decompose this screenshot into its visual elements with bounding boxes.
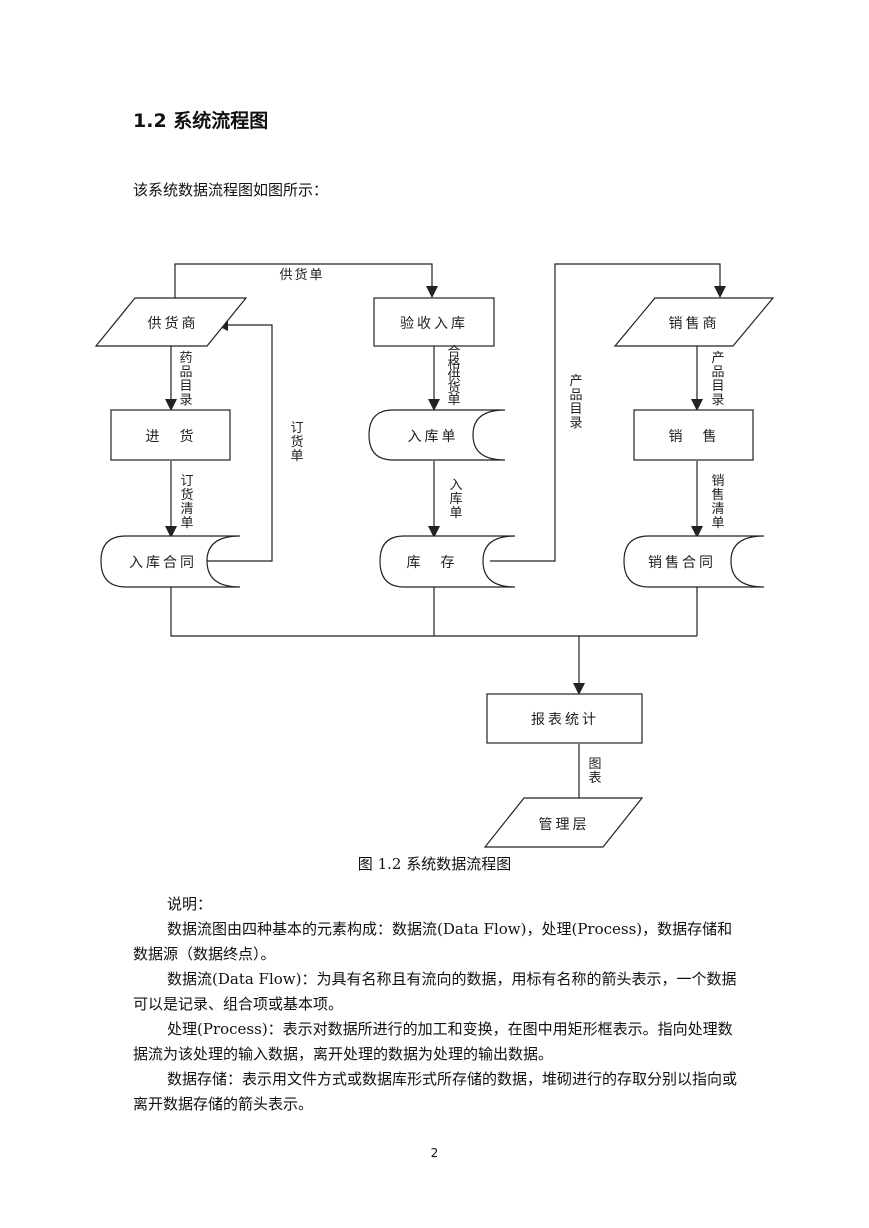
- section-title: 系统流程图: [173, 110, 269, 132]
- data-flow-diagram: 供货商 验收入库 销售商 进 货 入库单 销 售 入库合同 库 存 销售合同 报…: [94, 263, 775, 848]
- sales-dealer-source-shape: [613, 297, 775, 347]
- flow-label-supply-order: 供货单: [279, 267, 324, 283]
- flow-merge: [170, 587, 698, 637]
- node-inbound-contract: 入库合同: [129, 555, 197, 571]
- page-number: 2: [430, 1146, 439, 1160]
- flow-label-chart: 图表: [588, 757, 601, 786]
- sales-contract-store-shape: [623, 535, 765, 588]
- node-inbound-store: 入库单: [408, 429, 459, 445]
- node-sales-contract: 销售合同: [648, 555, 716, 571]
- purchase-process-shape: [110, 409, 231, 461]
- flow-label-inbound-list: 入库单: [449, 478, 462, 521]
- node-purchase: 进 货: [146, 428, 197, 445]
- node-stock: 库 存: [407, 555, 458, 571]
- flow-order: [206, 319, 273, 562]
- explanation-title: 说明：: [167, 895, 213, 913]
- node-management: 管理层: [539, 817, 590, 833]
- inbound-contract-store-shape: [100, 535, 241, 588]
- explanation-block: 说明： 数据流图由四种基本的元素构成：数据流(Data Flow)，处理(Pro…: [133, 892, 738, 1117]
- management-source-shape: [483, 797, 644, 848]
- flow-product-catalog-left: [490, 263, 726, 562]
- supplier-source-shape: [94, 297, 248, 347]
- flow-label-product-catalog-left: 产品目录: [569, 374, 582, 431]
- sale-process-shape: [633, 409, 754, 461]
- flow-supply-order: [174, 263, 438, 298]
- node-sale: 销 售: [669, 429, 720, 445]
- node-receive: 验收入库: [400, 316, 468, 332]
- inbound-list-store-shape: [368, 409, 506, 461]
- flow-label-sales-list: 销售清单: [711, 474, 724, 531]
- figure-caption: 图 1.2 系统数据流程图: [357, 855, 512, 873]
- flow-label-order: 订货单: [290, 421, 303, 464]
- section-heading: 1.2 系统流程图: [133, 106, 268, 133]
- flow-label-order-list: 订货清单: [180, 474, 193, 531]
- intro-text: 该系统数据流程图如图所示：: [133, 181, 329, 199]
- node-sales-dealer: 销售商: [669, 316, 720, 332]
- explanation-paragraph: 数据流图由四种基本的元素构成：数据流(Data Flow)，处理(Process…: [133, 920, 733, 963]
- flow-label-product-catalog-right: 产品目录: [711, 351, 724, 408]
- report-process-shape: [486, 693, 643, 744]
- explanation-paragraph: 处理(Process)：表示对数据所进行的加工和变换，在图中用矩形框表示。指向处…: [133, 1020, 733, 1063]
- flow-label-qualified-supply: 合格供货单: [447, 345, 460, 408]
- receive-process-shape: [373, 297, 495, 347]
- explanation-paragraph: 数据存储：表示用文件方式或数据库形式所存储的数据，堆砌进行的存取分别以指向或离开…: [133, 1070, 738, 1113]
- flow-label-drug-catalog: 药品目录: [179, 351, 192, 408]
- explanation-paragraph: 数据流(Data Flow)：为具有名称且有流向的数据，用标有名称的箭头表示，一…: [133, 970, 737, 1013]
- section-number: 1.2: [133, 110, 167, 132]
- node-report: 报表统计: [531, 712, 599, 728]
- node-supplier: 供货商: [148, 315, 199, 332]
- stock-store-shape: [379, 535, 516, 588]
